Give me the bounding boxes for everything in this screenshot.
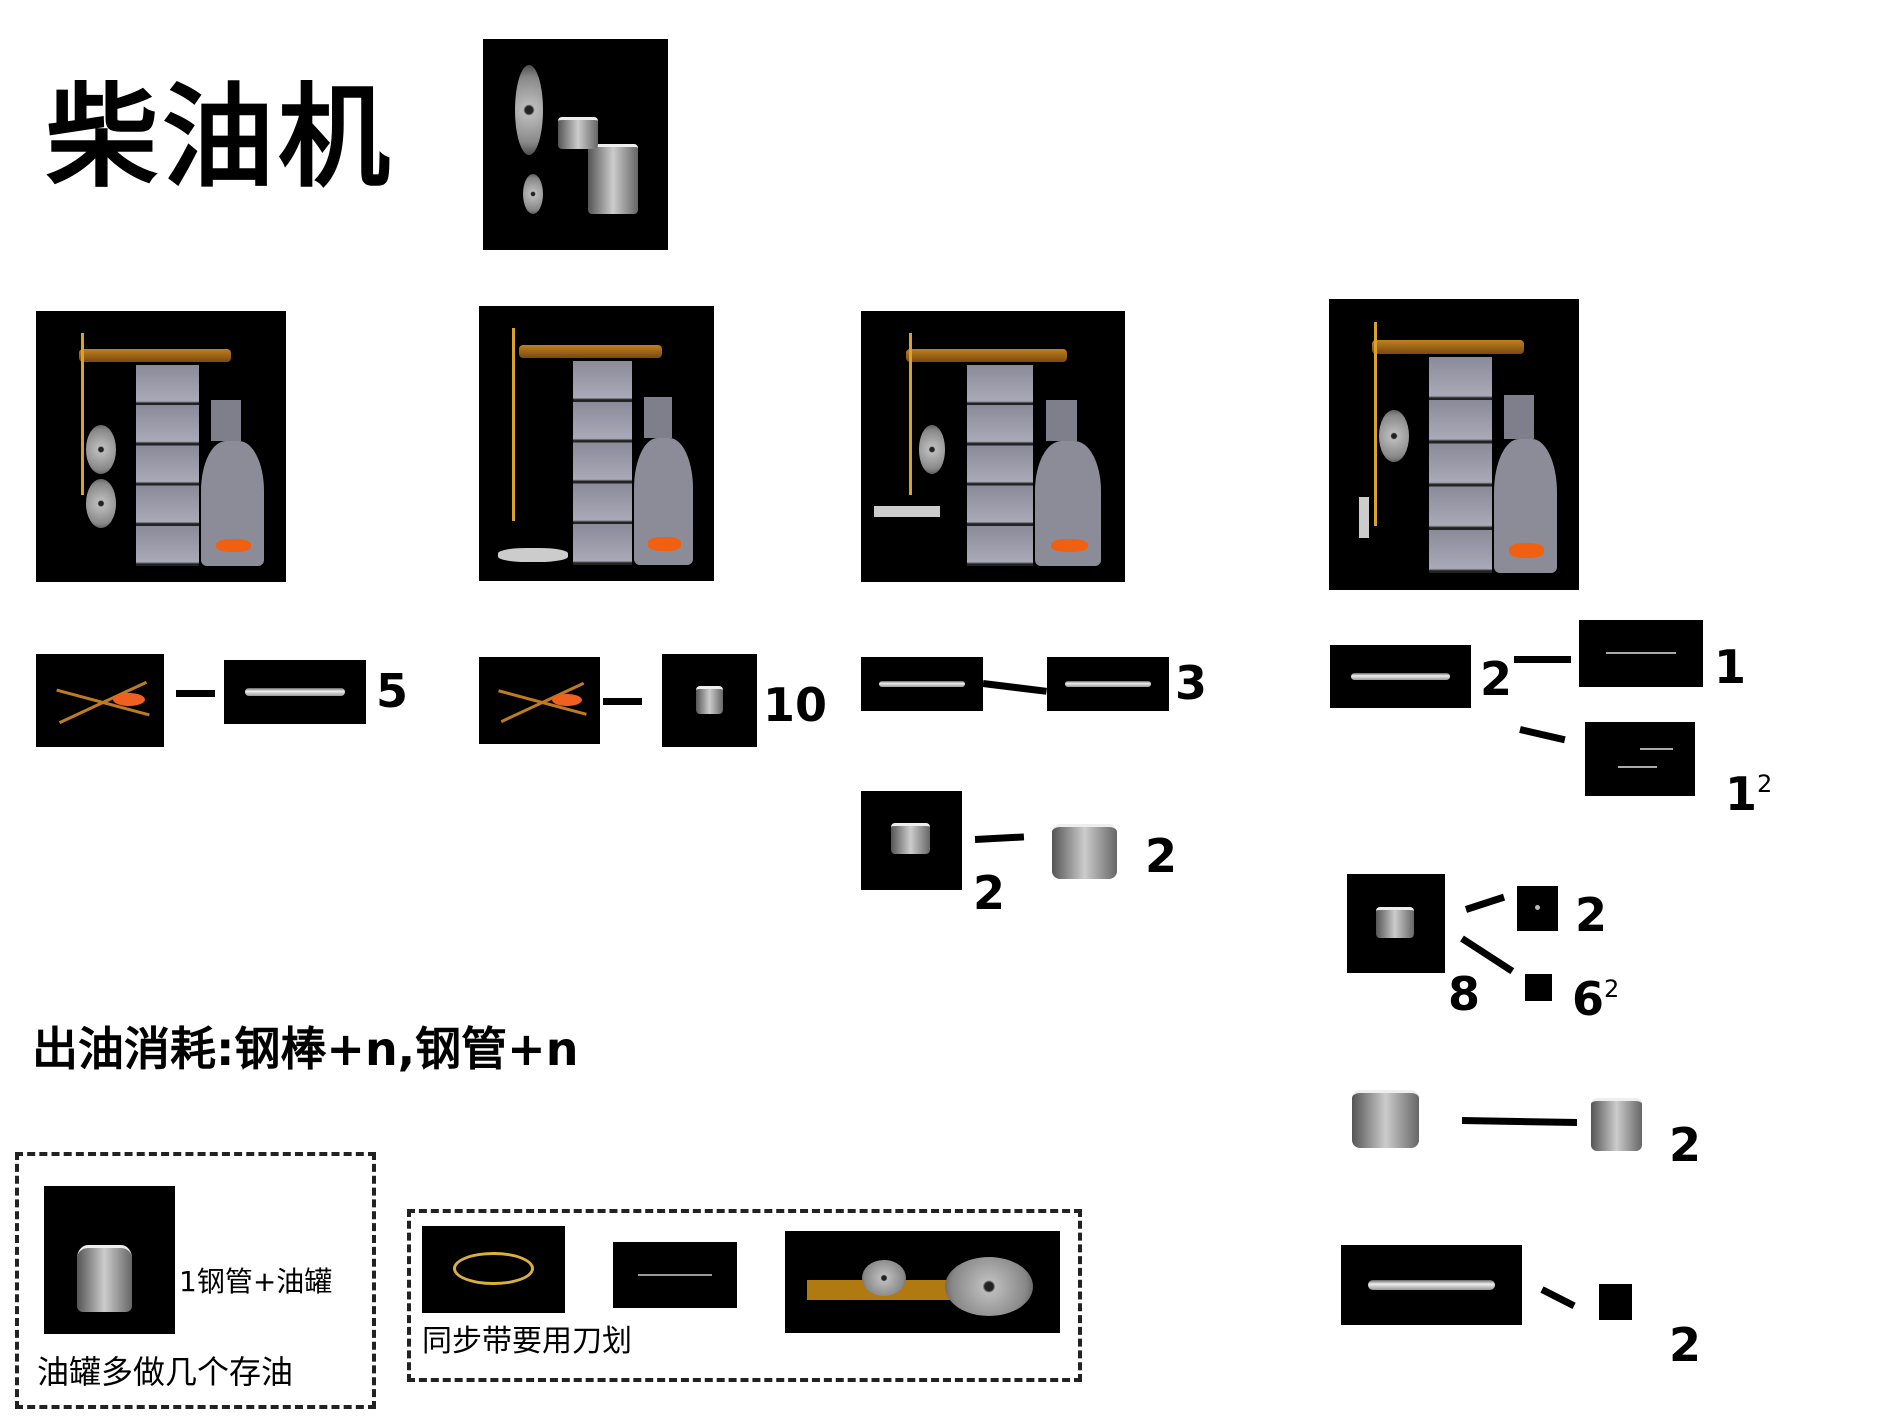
quantity-label: 62 <box>1572 976 1619 1022</box>
steel-can-item <box>1591 1098 1642 1151</box>
quantity-label: 10 <box>763 678 828 732</box>
twigs-item <box>479 657 600 744</box>
steel-can-item <box>662 654 757 747</box>
dot-item <box>1517 886 1558 931</box>
oil-tank-recipe: 1钢管+油罐 <box>179 1265 333 1298</box>
connector-line <box>603 698 642 705</box>
machine-stage-1-image <box>36 311 286 582</box>
steel-can-item <box>1347 874 1445 973</box>
quantity-label: 2 <box>1575 888 1608 942</box>
pulley-item <box>785 1231 1060 1333</box>
steel-rod-item <box>1341 1245 1522 1325</box>
quantity-label: 2 <box>1145 829 1178 883</box>
quantity-label: 3 <box>1175 656 1208 710</box>
connector-line <box>1540 1286 1576 1309</box>
machine-stage-4-image <box>1329 299 1579 590</box>
quantity-value: 1 <box>1725 767 1758 821</box>
connector-line <box>1461 1117 1578 1127</box>
oil-tank-box: 1钢管+油罐 油罐多做几个存油 <box>15 1152 376 1409</box>
quantity-label: 8 <box>1448 967 1481 1021</box>
quantity-label: 1 <box>1714 640 1747 694</box>
twigs-item <box>36 654 164 747</box>
steel-rod-item <box>1047 657 1169 711</box>
oil-consumption-note: 出油消耗:钢棒+n,钢管+n <box>32 1022 579 1076</box>
quantity-label: 5 <box>376 664 409 718</box>
superscript: 2 <box>1604 975 1620 1003</box>
steel-can-item <box>861 791 962 890</box>
small-square-item <box>1525 974 1552 1001</box>
belt-box: 同步带要用刀划 <box>407 1209 1082 1382</box>
quantity-label: 2 <box>973 866 1006 920</box>
wire-item <box>1579 620 1703 687</box>
steel-rod-item <box>224 660 366 724</box>
quantity-label: 2 <box>1669 1118 1702 1172</box>
connector-line <box>974 833 1025 843</box>
page-title: 柴油机 <box>46 73 394 203</box>
connector-line <box>1464 893 1506 913</box>
quantity-value: 6 <box>1572 972 1605 1026</box>
large-can-item <box>1352 1090 1419 1148</box>
steel-rod-item <box>1330 645 1471 708</box>
steel-rod-item <box>861 657 983 711</box>
connector-line <box>176 690 215 697</box>
wire-item <box>613 1242 737 1308</box>
superscript: 2 <box>1757 770 1773 798</box>
belt-note: 同步带要用刀划 <box>422 1324 632 1359</box>
bracket-item <box>1585 722 1695 796</box>
machine-stage-2-image <box>479 306 714 581</box>
connector-line <box>982 680 1047 695</box>
quantity-label: 2 <box>1669 1318 1702 1372</box>
oil-tank-item <box>44 1186 175 1334</box>
oil-tank-note: 油罐多做几个存油 <box>37 1353 294 1391</box>
connector-line <box>1519 726 1566 744</box>
quantity-label: 2 <box>1480 652 1513 706</box>
small-square-item <box>1599 1284 1632 1320</box>
large-can-item <box>1052 824 1117 879</box>
machine-stage-3-image <box>861 311 1125 582</box>
quantity-label: 12 <box>1725 771 1772 817</box>
timing-belt-item <box>422 1226 565 1313</box>
diesel-engine-icon <box>483 39 668 250</box>
connector-line <box>1514 656 1571 663</box>
